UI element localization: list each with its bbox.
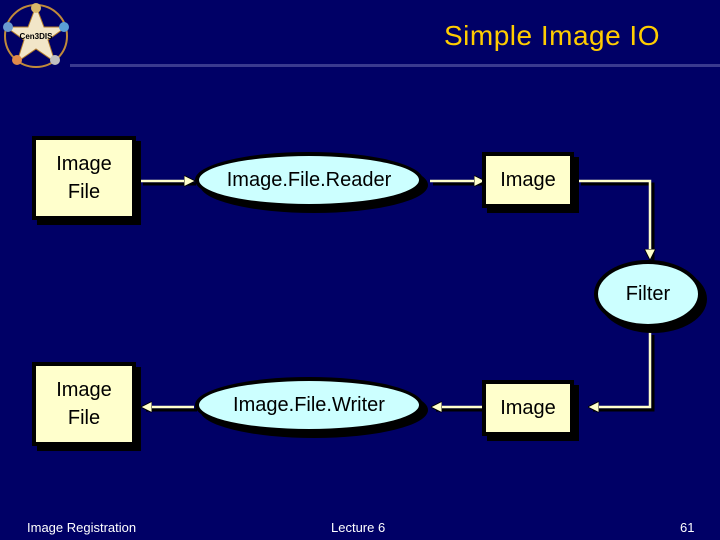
logo-text: Cen3DIS [20,32,54,41]
footer-lecture: Lecture 6 [331,520,386,535]
slide-title: Simple Image IO [443,20,660,51]
image-node-top: Image [482,152,574,208]
footer-course: Image Registration [27,520,137,535]
image-node-bottom: Image [482,380,574,436]
arrow-filter-to-image [590,332,652,407]
title-divider [70,64,720,67]
cen3dis-logo-icon: Cen3DIS [3,3,69,68]
image-file-writer-node: Image.File.Writer [195,377,423,433]
footer-page-number: 61 [680,520,695,535]
image-file-reader-node: Image.File.Reader [195,152,423,208]
arrow-image-to-filter [578,179,650,258]
filter-node: Filter [594,260,702,328]
output-image-file-box: Image File [32,362,136,446]
input-image-file-box: Image File [32,136,136,220]
